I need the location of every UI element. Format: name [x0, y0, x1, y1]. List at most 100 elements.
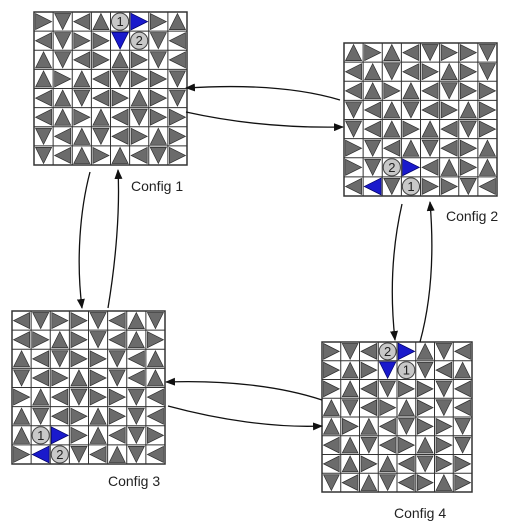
piece-arrow [383, 120, 401, 138]
piece-arrow [108, 350, 126, 368]
piece-arrow [149, 108, 168, 126]
edge-config1-to-config3 [76, 171, 91, 309]
piece-arrow [168, 32, 186, 50]
piece-arrow [146, 349, 165, 368]
piece-arrow [421, 63, 439, 81]
piece-arrow [416, 455, 434, 473]
piece-arrow [92, 70, 110, 88]
piece-arrow [111, 146, 129, 164]
piece-arrow [344, 43, 363, 61]
piece-arrow [435, 343, 453, 361]
piece-arrow [54, 70, 72, 88]
piece-arrow [402, 139, 420, 157]
piece-arrow [440, 158, 458, 176]
numbered-blocker [382, 158, 401, 177]
piece-arrow [31, 369, 50, 387]
piece-arrow [146, 445, 164, 464]
piece-arrow [111, 70, 129, 88]
piece-arrow [127, 388, 145, 406]
piece-arrow [440, 120, 458, 138]
piece-arrow [72, 51, 91, 69]
piece-arrow [479, 120, 497, 138]
piece-arrow [459, 101, 477, 119]
piece-arrow [149, 127, 167, 145]
piece-arrow [360, 361, 378, 379]
piece-arrow [421, 158, 439, 176]
piece-arrow [341, 417, 359, 435]
piece-arrow [402, 81, 420, 100]
piece-arrow [341, 361, 359, 379]
piece-arrow [34, 147, 53, 165]
piece-arrow [479, 82, 497, 100]
piece-arrow [360, 380, 378, 398]
piece-arrow [344, 101, 363, 119]
piece-arrow [168, 51, 186, 69]
piece-arrow [383, 82, 401, 100]
piece-arrow [360, 417, 378, 435]
piece-arrow [402, 43, 420, 62]
piece-arrow [416, 399, 434, 417]
piece-arrow [147, 426, 165, 444]
piece-arrow [416, 474, 434, 492]
piece-arrow [169, 108, 187, 126]
piece-arrow [32, 312, 50, 330]
piece-arrow [89, 445, 107, 464]
piece-arrow [364, 81, 382, 100]
piece-arrow [364, 43, 382, 62]
piece-arrow [459, 82, 478, 100]
piece-arrow [127, 311, 145, 329]
blocker-number: 2 [384, 344, 391, 359]
piece-arrow [379, 474, 397, 492]
piece-arrow [92, 108, 110, 126]
piece-arrow [435, 473, 453, 491]
piece-arrow [127, 330, 145, 349]
piece-arrow [92, 51, 110, 69]
piece-arrow [54, 89, 72, 107]
piece-arrow [12, 407, 31, 425]
piece-arrow [440, 82, 458, 100]
piece-arrow [13, 388, 31, 406]
piece-arrow [32, 331, 50, 349]
piece-arrow [435, 380, 453, 398]
piece-arrow [35, 12, 53, 31]
piece-arrow [453, 342, 471, 360]
piece-arrow [379, 455, 397, 473]
blocker-number: 1 [37, 428, 44, 443]
piece-arrow [478, 139, 497, 157]
piece-arrow [50, 388, 69, 406]
piece-arrow [12, 369, 31, 387]
config-board: 12 [343, 42, 498, 197]
piece-arrow [323, 342, 341, 360]
piece-arrow [383, 178, 401, 196]
piece-arrow [440, 101, 459, 119]
piece-arrow [127, 446, 145, 464]
piece-arrow [322, 417, 340, 435]
numbered-blocker [31, 426, 50, 445]
piece-arrow [89, 369, 107, 387]
piece-arrow [169, 146, 187, 165]
piece-arrow [440, 62, 458, 81]
config-board: 12 [321, 341, 473, 493]
piece-arrow [127, 407, 145, 426]
piece-arrow [89, 331, 107, 349]
piece-arrow [92, 127, 110, 146]
piece-arrow [89, 407, 107, 425]
piece-arrow [168, 70, 187, 88]
piece-arrow [70, 426, 88, 444]
piece-arrow [12, 349, 31, 368]
piece-arrow [378, 417, 396, 435]
piece-arrow [149, 89, 168, 107]
piece-arrow [108, 388, 127, 406]
piece-arrow [363, 120, 382, 138]
piece-arrow [34, 89, 52, 107]
piece-arrow [73, 146, 91, 164]
config-board: 12 [33, 11, 188, 166]
piece-arrow [397, 418, 415, 436]
piece-arrow [73, 108, 91, 126]
piece-arrow [459, 63, 478, 81]
piece-arrow [108, 426, 126, 444]
piece-arrow [53, 127, 72, 145]
piece-arrow [440, 43, 459, 62]
piece-arrow [322, 474, 340, 492]
